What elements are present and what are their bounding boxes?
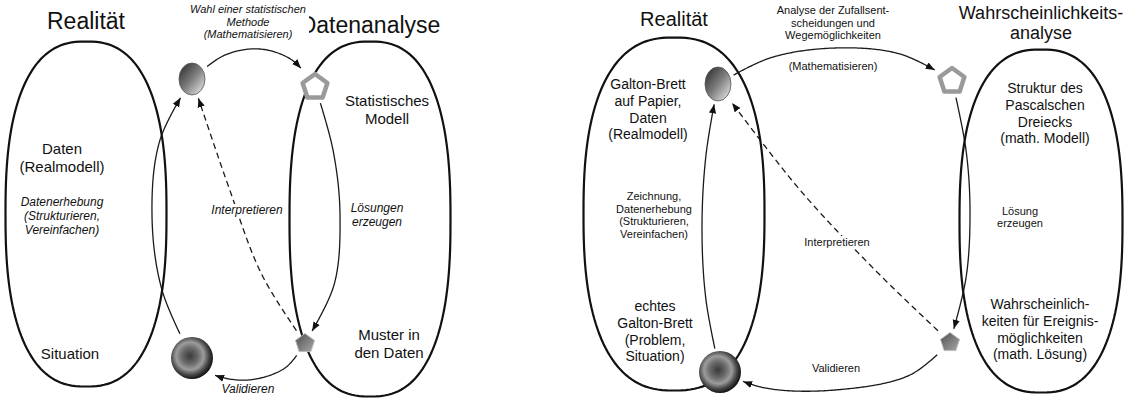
oval-icon (705, 67, 731, 101)
arrow-label: Validieren (810, 362, 862, 375)
region-heading: Realität (624, 8, 724, 31)
pentagon-icon (295, 334, 314, 352)
cycle-arrow (215, 355, 297, 380)
region-heading: Wahrscheinlichkeits- analyse (956, 4, 1126, 44)
node-label: echtes Galton-Brett (Problem, Situation) (612, 298, 698, 365)
arrow-label: Lösungen erzeugen (348, 202, 406, 230)
situation-node: Situation (170, 336, 214, 380)
node-label: Wahrscheinlich- keiten für Ereignis- mög… (978, 296, 1102, 363)
node-label: Statistisches Modell (342, 92, 432, 128)
model-node: Struktur des Pascalschen Dreiecks (math.… (936, 64, 968, 96)
cycle-arrow (954, 98, 970, 329)
region-outline (6, 42, 167, 387)
region-heading: Realität (26, 8, 146, 34)
region-outline (960, 50, 1123, 393)
arrow-label: Analyse der Zufallsent- scheidungen und … (773, 4, 893, 42)
arrow-label: Wahl einer statistischen Methode (Mathem… (187, 3, 309, 41)
oval-icon (179, 63, 205, 95)
dashed-arrow (732, 103, 938, 331)
node-icon (299, 70, 331, 102)
situation-node: echtes Galton-Brett (Problem, Situation) (698, 350, 742, 394)
arrow-label: Datenerhebung (Strukturieren, Vereinfach… (19, 196, 105, 237)
node-icon (698, 350, 742, 394)
arrow-label: Interpretieren (800, 236, 874, 249)
node-label: Daten (Realmodell) (17, 140, 107, 176)
node-icon (936, 64, 968, 96)
node-icon (178, 62, 206, 96)
region-outline (584, 38, 765, 391)
cycle-arrow (312, 103, 340, 331)
cycle-arrow (207, 49, 301, 68)
result-node: Wahrscheinlich- keiten für Ereignis- mög… (939, 331, 961, 353)
cycle-arrow (734, 48, 935, 75)
node-icon (939, 331, 961, 353)
region-outline (290, 42, 451, 397)
note-label: (Mathematisieren) (785, 60, 881, 73)
model-node: Statistisches Modell (299, 70, 331, 102)
connector-group (152, 48, 970, 391)
blob-icon (171, 337, 213, 379)
node-label: Situation (25, 345, 115, 363)
data-node: Daten (Realmodell) (178, 62, 206, 96)
arrow-label: Zeichnung, Datenerhebung (Strukturieren,… (614, 190, 694, 240)
arrow-label: Validieren (218, 383, 278, 397)
dashed-arrow (198, 98, 296, 330)
cycle-arrow (743, 355, 937, 392)
cycle-arrow (702, 104, 715, 348)
node-label: Muster in den Daten (349, 326, 429, 362)
pentagon-icon (940, 333, 959, 351)
pentagon-icon (940, 68, 965, 92)
region-heading: Datenanalyse (290, 12, 450, 38)
node-icon (170, 336, 214, 380)
arrow-label: Lösung erzeugen (992, 205, 1048, 230)
node-label: Struktur des Pascalschen Dreiecks (math.… (997, 80, 1093, 147)
arrow-label: Interpretieren (207, 204, 287, 218)
node-icon (704, 66, 732, 102)
blob-icon (699, 351, 741, 393)
node-label: Galton-Brett auf Papier, Daten (Realmode… (605, 76, 691, 143)
data-node: Galton-Brett auf Papier, Daten (Realmode… (704, 66, 732, 102)
result-node: Muster in den Daten (294, 332, 316, 354)
node-icon (294, 332, 316, 354)
pentagon-icon (303, 74, 328, 98)
